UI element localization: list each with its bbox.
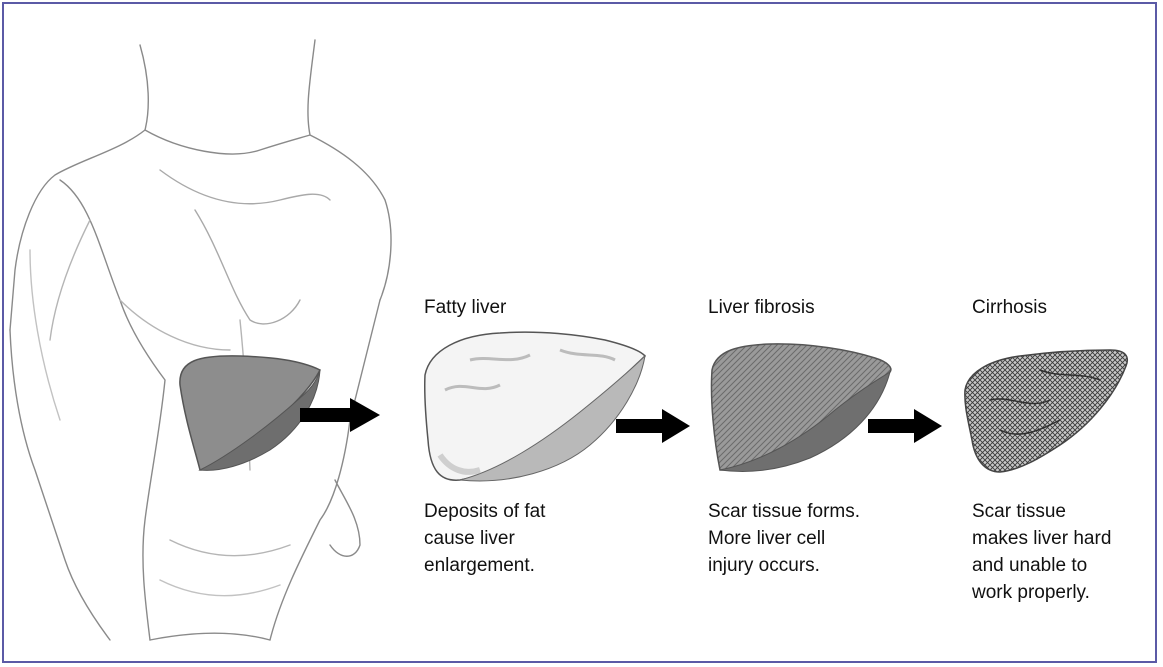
description-line: makes liver hard [972,525,1111,552]
description-line: Scar tissue [972,498,1111,525]
torso-illustration [10,40,391,640]
fibrosis-liver-image [711,344,890,472]
liver-fibrosis-title: Liver fibrosis [708,297,815,319]
description-line: enlargement. [424,552,545,579]
fatty-liver-image [425,332,645,481]
cirrhosis-description: Scar tissue makes liver hard and unable … [972,498,1111,606]
description-line: More liver cell [708,525,860,552]
liver-in-body [180,356,320,470]
description-line: Scar tissue forms. [708,498,860,525]
liver-fibrosis-description: Scar tissue forms. More liver cell injur… [708,498,860,579]
fatty-liver-description: Deposits of fat cause liver enlargement. [424,498,545,579]
cirrhosis-liver-image [965,350,1127,472]
description-line: injury occurs. [708,552,860,579]
arrow-2 [616,409,690,443]
fatty-liver-title: Fatty liver [424,297,506,319]
description-line: work properly. [972,579,1111,606]
arrow-3 [868,409,942,443]
description-line: and unable to [972,552,1111,579]
description-line: Deposits of fat [424,498,545,525]
description-line: cause liver [424,525,545,552]
cirrhosis-title: Cirrhosis [972,297,1047,319]
arrow-1 [300,398,380,432]
